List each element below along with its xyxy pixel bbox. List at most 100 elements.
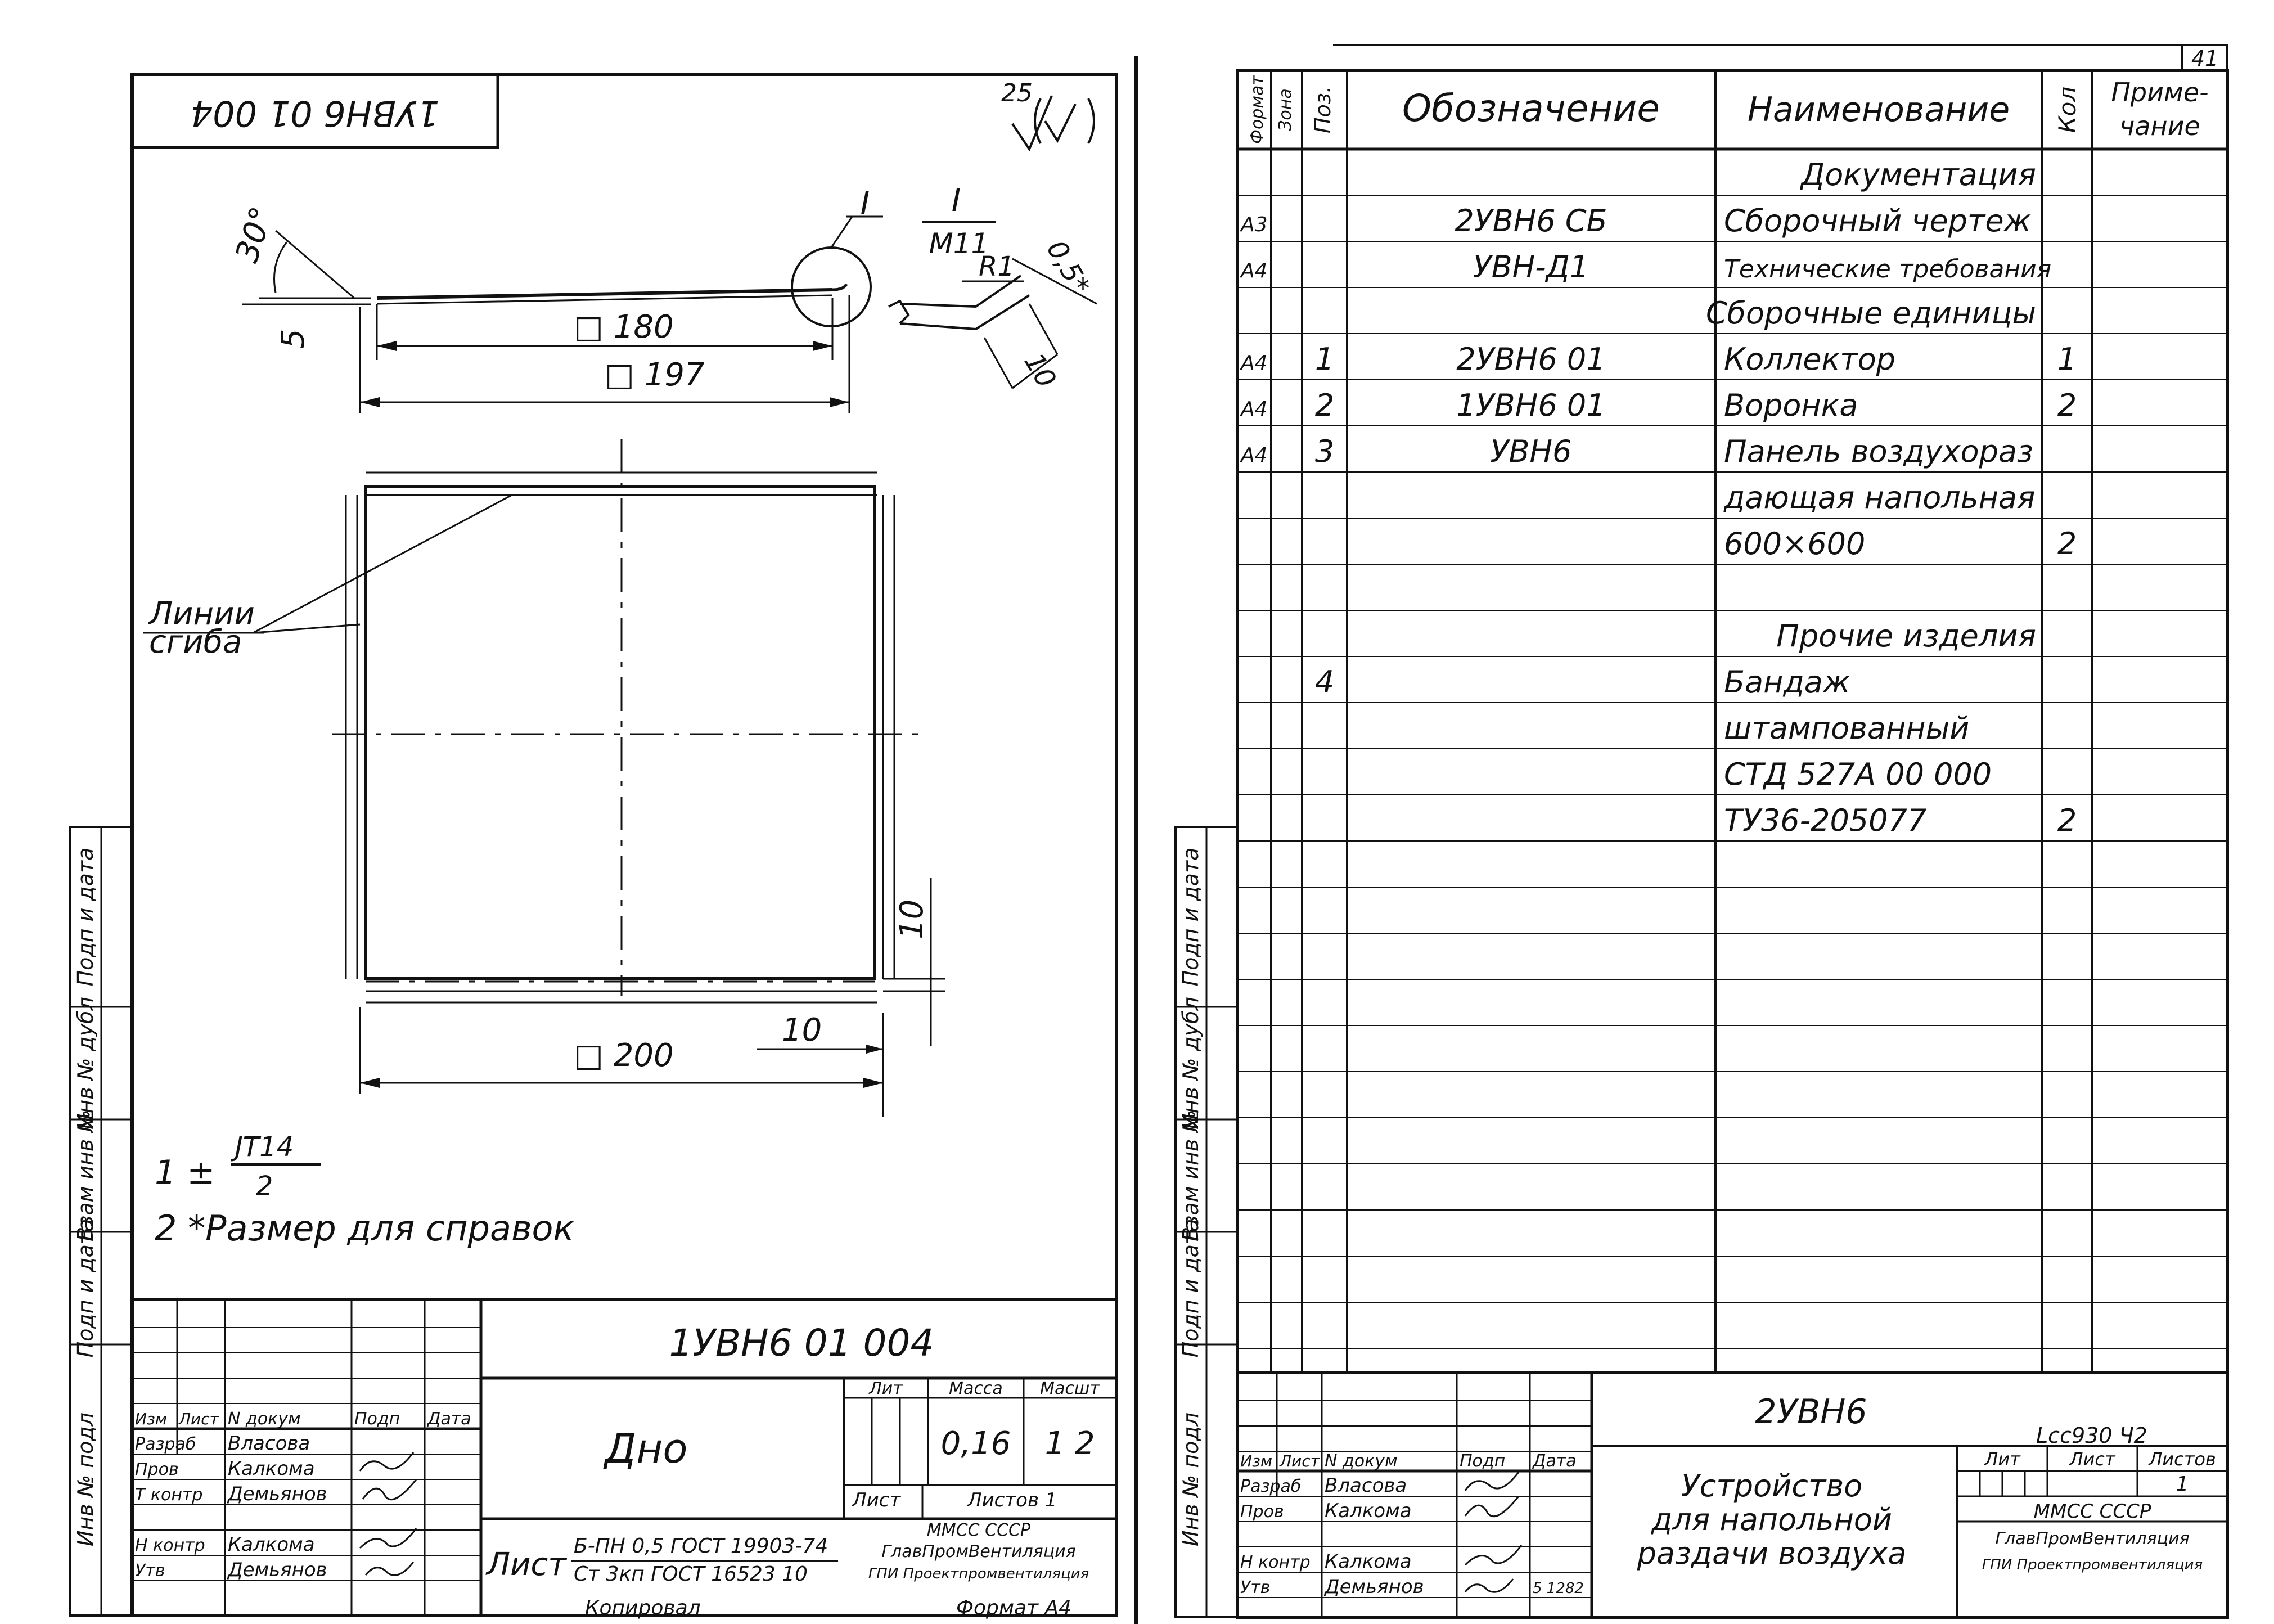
right-tb-n-razrab: Власова [1325,1474,1407,1497]
left-side-label-4: Инв № дубл [73,997,98,1130]
right-tb-org3: ГПИ Проектпромвентиляция [1982,1556,2203,1573]
left-side-strip: Инв № подл Подп и дата Взам инв № Инв № … [69,826,133,1617]
left-tb-org1: ММСС СССР [927,1520,1031,1540]
table-row: ТУ36-205077 2 [1724,803,2077,838]
table-row: СТД 527А 00 000 [1724,757,1992,792]
right-tb-r-ndok: N докум [1325,1451,1398,1471]
dim-197: □ 197 [605,357,705,393]
row-name: Воронка [1724,388,1858,423]
right-tb-n-prov: Калкома [1325,1500,1412,1522]
right-tb-name-2: для напольной [1651,1502,1892,1537]
left-signature-1 [359,1452,415,1472]
row-designation: УВН6 [1491,434,1572,469]
right-tb-r-podp: Подп [1460,1451,1505,1471]
detail-numerator: I [952,182,961,219]
hdr-zona: Зона [1276,88,1295,131]
left-tb-p-razrab: Разраб [135,1434,196,1454]
left-tb-code: 1УВН6 01 004 [669,1321,934,1365]
note1-prefix: 1 ± [155,1153,215,1193]
right-signature-4 [1464,1578,1514,1593]
right-sheet: 41 Формат Зона Поз. Обозначение Наименов… [1174,44,2229,1619]
row-format: А4 [1240,398,1268,421]
row-designation: УВН-Д1 [1473,249,1589,285]
left-tb-r-ndok: N докум [228,1409,301,1429]
left-tb-n-tkontr: Демьянов [227,1483,327,1505]
row-format: А3 [1240,213,1268,236]
right-signature-2 [1464,1496,1520,1518]
left-tb-masht: 1 2 [1044,1425,1095,1462]
row-qty: 2 [2057,526,2077,561]
left-tb-p-prov: Пров [135,1460,179,1479]
right-tb-name-1: Устройство [1681,1468,1862,1504]
left-side-label-5: Подп и дата [73,848,98,987]
dim-10-right: 10 [894,899,930,939]
detail-denominator: M11 [929,227,989,260]
dim-10-bottom: 10 [782,1012,822,1049]
right-side-label-3: Взам инв № [1178,1110,1203,1241]
right-tb-date: 5 1282 [1533,1580,1584,1597]
right-side-label-2: Подп и дата [1178,1219,1203,1358]
row-name: Коллектор [1724,341,1895,377]
right-tb-n-nkontr: Калкома [1325,1550,1412,1573]
left-tb-format: Формат А4 [956,1596,1071,1619]
right-tb-n-utv: Демьянов [1323,1576,1424,1598]
left-tb-org2: ГлавПромВентиляция [881,1542,1075,1562]
right-side-label-1: Инв № подл [1178,1412,1203,1546]
left-tb-list-label: Лист [485,1546,567,1583]
right-tb-org2: ГлавПромВентиляция [1995,1529,2189,1549]
right-signature-1 [1464,1472,1520,1491]
left-tb-h-massa: Масса [949,1379,1003,1398]
left-tb-h-lit: Лит [868,1379,903,1398]
left-tb-name: Дно [603,1425,687,1472]
fold-label-line2: сгиба [149,624,242,660]
right-side-label-4: Инв № дубл [1178,997,1203,1130]
right-tb-listov: 1 [2176,1473,2189,1496]
dim-5: 5 [275,329,312,349]
hdr-primechanie-1: Приме- [2111,77,2208,107]
right-tb-code: 2УВН6 [1755,1392,1867,1432]
left-tb-n-razrab: Власова [228,1432,310,1455]
hdr-kol: Кол [2054,87,2081,133]
note2: 2 *Размер для справок [155,1208,574,1249]
left-tb-p-utv: Утв [135,1561,165,1581]
left-tb-mat2: Ст 3кп ГОСТ 16523 10 [574,1563,808,1586]
left-stamp-number: 1УВН6 01 004 [191,93,439,134]
table-row: штампованный [1724,710,1969,746]
page-number: 41 [2191,46,2218,71]
dim-r1: R1 [979,251,1015,282]
left-tb-p-nkontr: Н контр [135,1536,205,1555]
left-tb-listov: Листов 1 [966,1489,1057,1511]
right-tb-p-prov: Пров [1240,1502,1284,1522]
right-tb-h-list: Лист [2069,1448,2115,1470]
right-side-label-5: Подп и дата [1178,848,1203,987]
roughness-symbol: 25 [1001,79,1095,152]
left-title-block: 1УВН6 01 004 Дно Лит Масса Масшт 0,16 1 … [132,1298,1116,1619]
row-name: Бандаж [1724,664,1850,700]
right-side-strip: Инв № подл Подп и дата Взам инв № Инв № … [1174,826,1239,1618]
left-signature-3 [359,1528,417,1549]
row-designation: 1УВН6 01 [1456,388,1605,423]
right-title-block: 2УВН6 Lсс930 Ч2 Устройство для напольной… [1237,1371,2227,1617]
row-name: ТУ36-205077 [1724,803,1926,838]
left-tb-r-list: Лист [178,1410,219,1428]
row-name: Сборочный чертеж [1724,203,2032,239]
table-row: Сборочные единицы [1706,295,2036,331]
left-tb-list: Лист [851,1489,901,1511]
table-row: 4 Бандаж [1315,664,1850,700]
left-tb-r-podp: Подп [354,1409,400,1429]
left-signature-4 [364,1562,415,1576]
row-designation: 2УВН6 01 [1456,341,1605,377]
left-side-label-2: Подп и дата [73,1219,98,1358]
row-qty: 2 [2057,803,2077,838]
left-tb-h-masht: Масшт [1040,1379,1100,1398]
note1-denominator: 2 [256,1171,273,1202]
right-tb-h-listov: Листов [2148,1448,2216,1470]
right-tb-h-lit: Лит [1984,1448,2021,1470]
detail-view-label: I [861,185,870,222]
row-pos: 4 [1315,664,1334,700]
right-tb-p-nkontr: Н контр [1240,1553,1311,1572]
left-tb-kopiroval: Копировал [585,1596,701,1619]
right-signature-3 [1464,1545,1523,1566]
